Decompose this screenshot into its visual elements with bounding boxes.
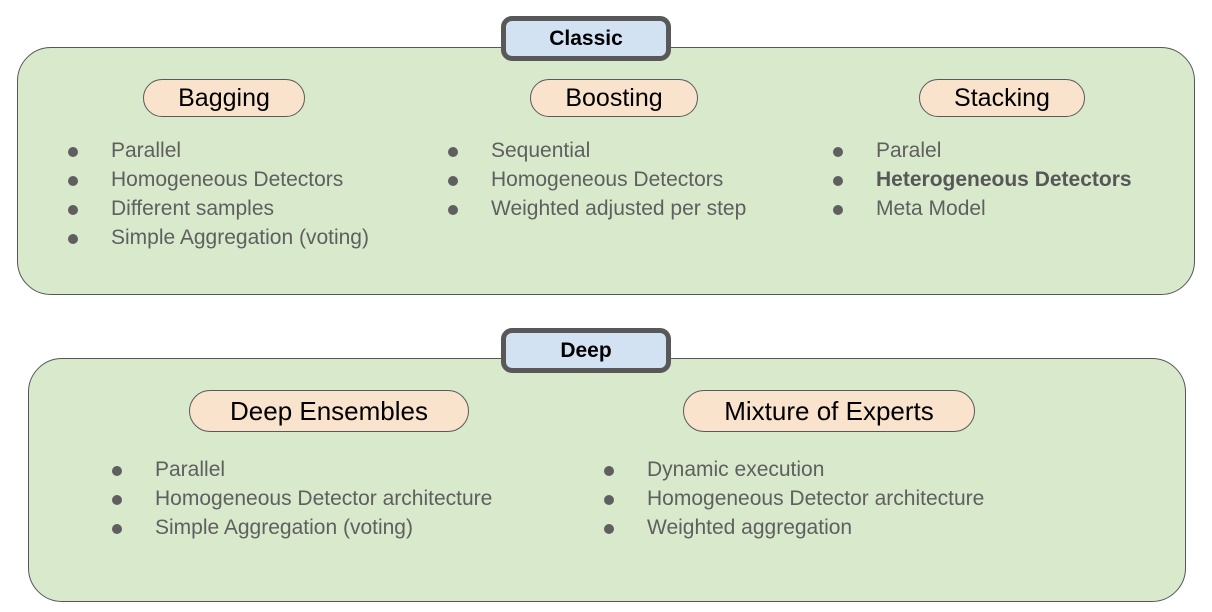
bullet-dot-icon (448, 147, 458, 157)
list-item: Parallel (74, 459, 584, 480)
bullet-dot-icon (68, 176, 78, 186)
list-item: Heterogeneous Detectors (808, 169, 1196, 190)
section-deep-columns: Deep Ensembles Parallel Homogeneous Dete… (29, 359, 1185, 601)
bullet-dot-icon (112, 466, 122, 476)
list-item: Simple Aggregation (voting) (28, 227, 420, 248)
bullet-label: Simple Aggregation (voting) (111, 226, 369, 249)
bullet-label: Homogeneous Detector architecture (647, 487, 985, 510)
bullet-dot-icon (604, 495, 614, 505)
bullet-dot-icon (448, 205, 458, 215)
bullet-dot-icon (68, 147, 78, 157)
bullet-label: Dynamic execution (647, 458, 825, 481)
bullet-dot-icon (68, 205, 78, 215)
bullet-dot-icon (112, 495, 122, 505)
bullet-label: Weighted aggregation (647, 516, 853, 539)
list-item: Homogeneous Detectors (418, 169, 810, 190)
bullet-dot-icon (833, 205, 843, 215)
pill-stacking[interactable]: Stacking (919, 79, 1085, 117)
list-item: Homogeneous Detector architecture (74, 488, 584, 509)
pill-row-stacking: Stacking (808, 79, 1196, 117)
bullet-list-bagging: Parallel Homogeneous Detectors Different… (28, 140, 420, 256)
bullet-list-mixture-of-experts: Dynamic execution Homogeneous Detector a… (574, 459, 1084, 546)
bullet-dot-icon (604, 524, 614, 534)
section-tab-classic[interactable]: Classic (501, 16, 671, 61)
bullet-label: Simple Aggregation (voting) (155, 516, 413, 539)
bullet-dot-icon (68, 234, 78, 244)
pill-bagging[interactable]: Bagging (143, 79, 305, 117)
bullet-dot-icon (833, 176, 843, 186)
bullet-dot-icon (604, 466, 614, 476)
list-item: Different samples (28, 198, 420, 219)
bullet-list-stacking: Paralel Heterogeneous Detectors Meta Mod… (808, 140, 1196, 227)
pill-row-boosting: Boosting (418, 79, 810, 117)
section-classic: Bagging Parallel Homogeneous Detectors D… (17, 47, 1195, 295)
bullet-label: Parallel (155, 458, 226, 481)
pill-row-mixture-of-experts: Mixture of Experts (574, 390, 1084, 432)
bullet-label: Different samples (111, 197, 275, 220)
section-deep: Deep Ensembles Parallel Homogeneous Dete… (28, 358, 1186, 602)
bullet-label: Meta Model (876, 197, 986, 220)
list-item: Weighted aggregation (574, 517, 1084, 538)
bullet-dot-icon (112, 524, 122, 534)
pill-boosting[interactable]: Boosting (530, 79, 698, 117)
section-classic-columns: Bagging Parallel Homogeneous Detectors D… (18, 48, 1194, 294)
pill-mixture-of-experts[interactable]: Mixture of Experts (683, 390, 975, 432)
list-item: Dynamic execution (574, 459, 1084, 480)
bullet-label: Homogeneous Detectors (491, 168, 724, 191)
pill-row-bagging: Bagging (28, 79, 420, 117)
bullet-label: Parallel (111, 139, 182, 162)
bullet-dot-icon (448, 176, 458, 186)
bullet-list-boosting: Sequential Homogeneous Detectors Weighte… (418, 140, 810, 227)
list-item: Weighted adjusted per step (418, 198, 810, 219)
list-item: Meta Model (808, 198, 1196, 219)
bullet-label: Weighted adjusted per step (491, 197, 747, 220)
list-item: Simple Aggregation (voting) (74, 517, 584, 538)
section-tab-deep[interactable]: Deep (501, 328, 671, 373)
bullet-label: Homogeneous Detectors (111, 168, 344, 191)
list-item: Parallel (28, 140, 420, 161)
pill-row-deep-ensembles: Deep Ensembles (74, 390, 584, 432)
bullet-label: Sequential (491, 139, 591, 162)
list-item: Sequential (418, 140, 810, 161)
bullet-list-deep-ensembles: Parallel Homogeneous Detector architectu… (74, 459, 584, 546)
bullet-dot-icon (833, 147, 843, 157)
bullet-label: Paralel (876, 139, 942, 162)
bullet-label: Heterogeneous Detectors (876, 168, 1132, 191)
pill-deep-ensembles[interactable]: Deep Ensembles (189, 390, 469, 432)
list-item: Homogeneous Detectors (28, 169, 420, 190)
bullet-label: Homogeneous Detector architecture (155, 487, 493, 510)
list-item: Homogeneous Detector architecture (574, 488, 1084, 509)
list-item: Paralel (808, 140, 1196, 161)
